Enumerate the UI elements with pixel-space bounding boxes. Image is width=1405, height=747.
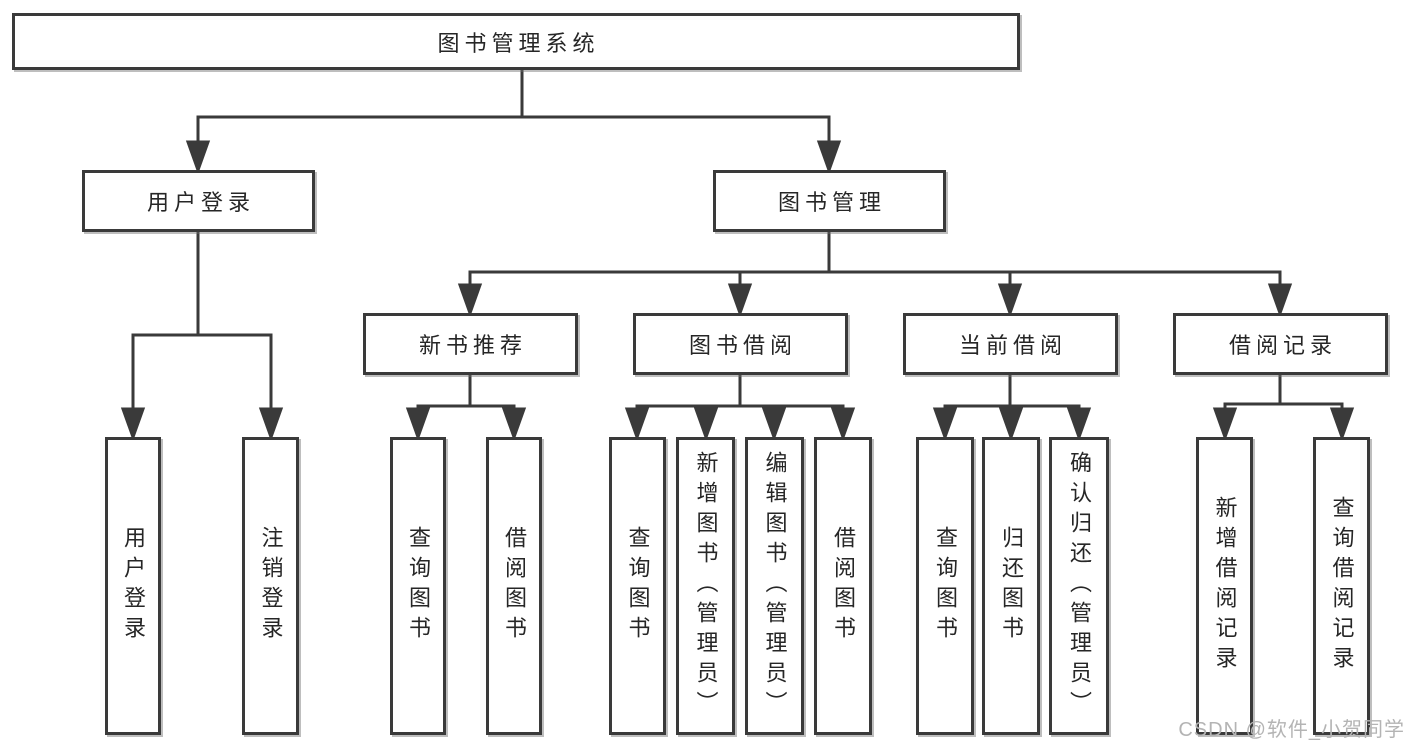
connector-book-borrowing-to-children	[624, 373, 856, 442]
leaf-return-book: 归还图书	[982, 437, 1040, 735]
arrowhead	[405, 407, 431, 442]
leaf-query-books-3: 查询图书	[916, 437, 974, 735]
node-book-management: 图书管理	[713, 170, 946, 232]
connector-user-login-to-children	[120, 231, 284, 442]
arrowhead	[258, 407, 284, 442]
connector-current-borrowing-to-children	[932, 373, 1092, 442]
connector-root-to-children	[185, 68, 842, 175]
arrowhead	[761, 407, 787, 442]
connector-book-management-to-children	[457, 231, 1293, 318]
arrowhead	[624, 407, 650, 442]
leaf-edit-book-admin: 编辑图书（管理员）	[745, 437, 804, 735]
leaf-query-books-1: 查询图书	[390, 437, 446, 735]
arrowhead	[693, 407, 719, 442]
node-current-borrowing: 当前借阅	[903, 313, 1118, 375]
leaf-logout: 注销登录	[242, 437, 299, 735]
leaf-add-borrow-record: 新增借阅记录	[1196, 437, 1253, 735]
connector-new-book-recommend-to-children	[405, 373, 527, 442]
arrowhead	[830, 407, 856, 442]
arrowhead	[997, 283, 1023, 318]
node-book-borrowing: 图书借阅	[633, 313, 848, 375]
leaf-query-books-2: 查询图书	[609, 437, 666, 735]
leaf-user-login: 用户登录	[105, 437, 161, 735]
arrowhead	[185, 140, 211, 175]
arrowhead	[998, 407, 1024, 442]
arrowhead	[1329, 407, 1355, 442]
leaf-add-book-admin: 新增图书（管理员）	[676, 437, 735, 735]
leaf-confirm-return-admin: 确认归还（管理员）	[1049, 437, 1109, 735]
arrowhead	[501, 407, 527, 442]
connector-borrow-records-to-children	[1212, 373, 1355, 442]
node-new-book-recommend: 新书推荐	[363, 313, 578, 375]
arrowhead	[120, 407, 146, 442]
arrowhead	[1212, 407, 1238, 442]
node-borrow-records: 借阅记录	[1173, 313, 1388, 375]
leaf-query-borrow-record: 查询借阅记录	[1313, 437, 1370, 735]
node-user-login: 用户登录	[82, 170, 315, 232]
node-library-system: 图书管理系统	[12, 13, 1020, 70]
arrowhead	[727, 283, 753, 318]
arrowhead	[816, 140, 842, 175]
arrowhead	[1267, 283, 1293, 318]
leaf-borrow-books-1: 借阅图书	[486, 437, 542, 735]
leaf-borrow-books-2: 借阅图书	[814, 437, 872, 735]
arrowhead	[1066, 407, 1092, 442]
arrowhead	[457, 283, 483, 318]
csdn-watermark: CSDN @软件_小贺同学	[1178, 719, 1405, 741]
arrowhead	[932, 407, 958, 442]
